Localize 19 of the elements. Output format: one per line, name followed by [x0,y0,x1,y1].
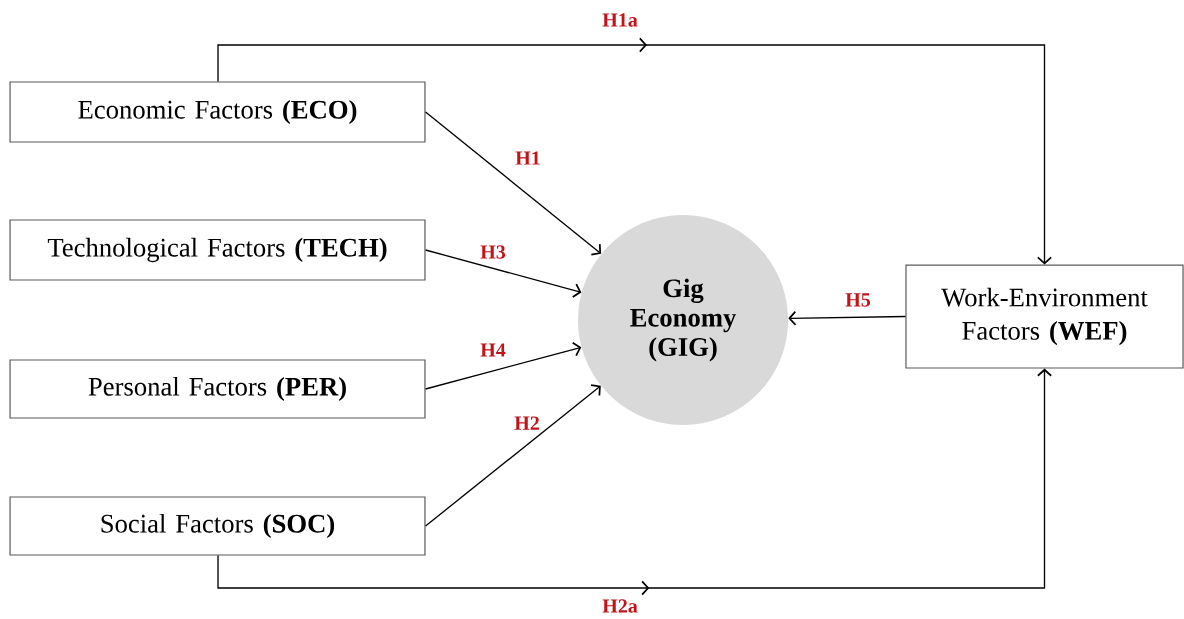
factor-box: Social Factors (SOC) [9,496,426,556]
arrow [788,310,907,326]
arrow [217,37,1053,265]
edge-label: H1 [515,151,540,165]
arrow [424,384,601,527]
edge-label: H2a [602,599,638,613]
arrow [424,111,602,256]
arrow [424,249,582,298]
edge-label: H2 [514,416,539,430]
factor-box: Technological Factors (TECH) [9,219,426,281]
edge-label: H4 [480,343,506,357]
factor-box: Personal Factors (PER) [9,359,426,419]
factor-box: Work-Environment Factors (WEF) [905,264,1184,369]
arrow [424,341,582,390]
arrow [217,368,1053,596]
edge-label: H3 [480,245,506,259]
factor-box: Economic Factors (ECO) [9,81,426,143]
edge-label: H1a [602,13,638,27]
edge-label: H5 [845,293,871,307]
